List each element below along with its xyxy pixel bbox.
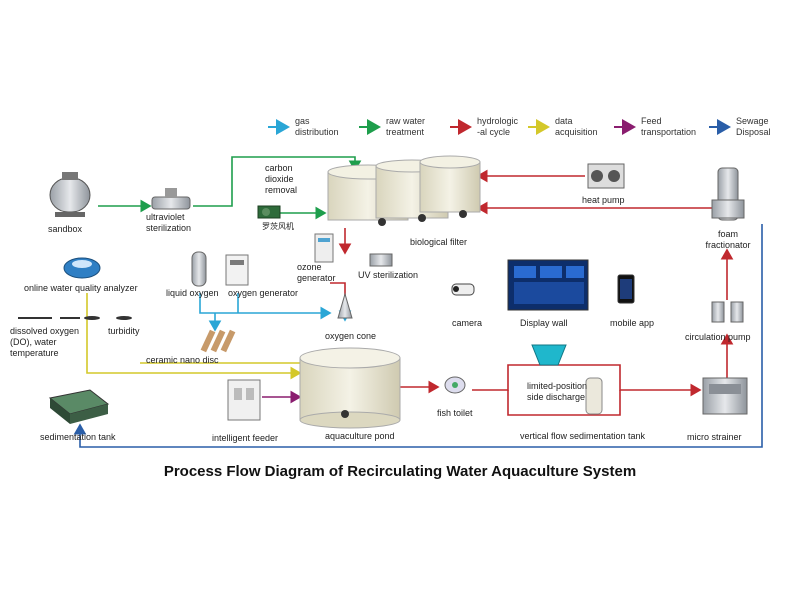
hydro-vertical-loop — [507, 390, 621, 416]
micro-strainer-icon — [702, 377, 748, 415]
label-ozone-generator: ozone generator — [297, 262, 336, 284]
legend-line: treatment — [386, 127, 425, 137]
legend-gas-label: gas distribution — [295, 116, 339, 138]
legend-line: hydrologic — [477, 116, 519, 126]
roots-blower-icon — [257, 205, 281, 219]
label-dissolved-oxygen: dissolved oxygen (DO), water temperature — [10, 326, 79, 359]
fish-toilet-icon — [444, 376, 466, 394]
biological-filter-tanks-icon — [327, 155, 481, 226]
label-sedimentation-tank: sedimentation tank — [40, 432, 116, 442]
uv-unit-icon — [369, 253, 393, 267]
label-limited-position-discharge: limited-position side discharge — [527, 381, 587, 403]
label-circulation-pump: circulation pump — [685, 332, 751, 342]
oxygen-cone-icon — [337, 292, 353, 319]
label-uv-sterilization: UV sterilization — [358, 270, 419, 280]
sedimentation-tank-icon — [48, 389, 110, 424]
oxygen-generator-icon — [225, 254, 249, 286]
vertical-flow-tank-icon — [531, 344, 603, 415]
legend-data-label: data acquisition — [555, 116, 598, 138]
legend-feed-label: Feed transportation — [641, 116, 696, 138]
label-liquid-oxygen: liquid oxygen — [166, 288, 219, 298]
label-line: carbon — [265, 163, 293, 173]
legend-line: -al cycle — [477, 127, 511, 137]
diagram-title: Process Flow Diagram of Recirculating Wa… — [163, 463, 637, 480]
legend-line: distribution — [295, 127, 339, 137]
label-line: dissolved oxygen — [10, 326, 80, 336]
water-quality-analyzer-icon — [63, 257, 101, 279]
legend-line: Disposal — [736, 127, 771, 137]
label-line: side discharge — [527, 392, 586, 402]
foam-fractionator-icon — [711, 167, 745, 221]
label-sandbox: sandbox — [48, 224, 83, 234]
label-oxygen-generator: oxygen generator — [228, 288, 299, 298]
aquaculture-pond-icon — [299, 347, 401, 429]
legend-line: Feed — [641, 116, 662, 126]
label-roots-blower: 罗茨风机 — [262, 222, 294, 231]
legend-line: data — [555, 116, 573, 126]
label-line: temperature — [10, 348, 59, 358]
circulation-pump-icon — [711, 301, 744, 323]
sensor-probes-icon — [18, 316, 132, 320]
data-analyzer-to-pond — [86, 293, 302, 380]
sewage-to-sedimentation — [73, 224, 763, 448]
label-intelligent-feeder: intelligent feeder — [212, 433, 279, 443]
label-line: (DO), water — [10, 337, 57, 347]
label-display-wall: Display wall — [520, 318, 568, 328]
hydro-toilet-to-strainer — [472, 364, 702, 397]
legend-line: Sewage — [736, 116, 769, 126]
label-oxygen-cone: oxygen cone — [325, 331, 377, 341]
gas-to-cone — [199, 293, 332, 320]
label-line: foam — [717, 229, 738, 239]
label-line: sterilization — [146, 223, 192, 233]
display-wall-icon — [507, 259, 589, 311]
legend-line: transportation — [641, 127, 697, 137]
legend-line: gas — [295, 116, 310, 126]
flow-lines — [73, 156, 763, 448]
intelligent-feeder-icon — [227, 379, 261, 421]
label-foam-fractionator: foam fractionator — [698, 229, 758, 251]
label-vertical-flow-tank: vertical flow sedimentation tank — [520, 431, 646, 441]
label-micro-strainer: micro strainer — [687, 432, 742, 442]
label-biological-filter: biological filter — [410, 237, 468, 247]
label-camera: camera — [452, 318, 483, 328]
label-line: generator — [297, 273, 336, 283]
uv-sterilizer-icon — [151, 188, 191, 210]
legend-raw-label: raw water treatment — [386, 116, 425, 138]
sandbox-icon — [49, 172, 91, 217]
label-line: ultraviolet — [146, 212, 185, 222]
label-ultraviolet-sterilization: ultraviolet sterilization — [146, 212, 191, 234]
label-line: dioxide — [265, 174, 294, 184]
label-mobile-app: mobile app — [610, 318, 655, 328]
camera-icon — [451, 283, 475, 296]
heat-pump-icon — [587, 163, 625, 189]
label-water-quality-analyzer: online water quality analyzer — [24, 283, 138, 293]
label-fish-toilet: fish toilet — [437, 408, 473, 418]
raw-uv-to-tank — [193, 156, 362, 207]
ozone-generator-icon — [314, 233, 334, 263]
label-line: removal — [265, 185, 298, 195]
legend-hydro-label: hydrologic -al cycle — [477, 116, 518, 138]
liquid-oxygen-tank-icon — [191, 251, 207, 287]
label-co2-removal: carbon dioxide removal — [265, 163, 297, 196]
legend-line: acquisition — [555, 127, 598, 137]
label-turbidity: turbidity — [108, 326, 140, 336]
label-ceramic-nano-disc: ceramic nano disc — [146, 355, 219, 365]
legend-line: raw water — [386, 116, 426, 126]
label-line: limited-position — [527, 381, 588, 391]
mobile-phone-icon — [617, 274, 635, 304]
label-aquaculture-pond: aquaculture pond — [325, 431, 395, 441]
ceramic-nano-disc-icon — [200, 329, 236, 353]
label-line: ozone — [297, 262, 322, 272]
label-heat-pump: heat pump — [582, 195, 625, 205]
legend-sewage-label: Sewage Disposal — [736, 116, 771, 138]
label-line: fractionator — [705, 240, 751, 250]
